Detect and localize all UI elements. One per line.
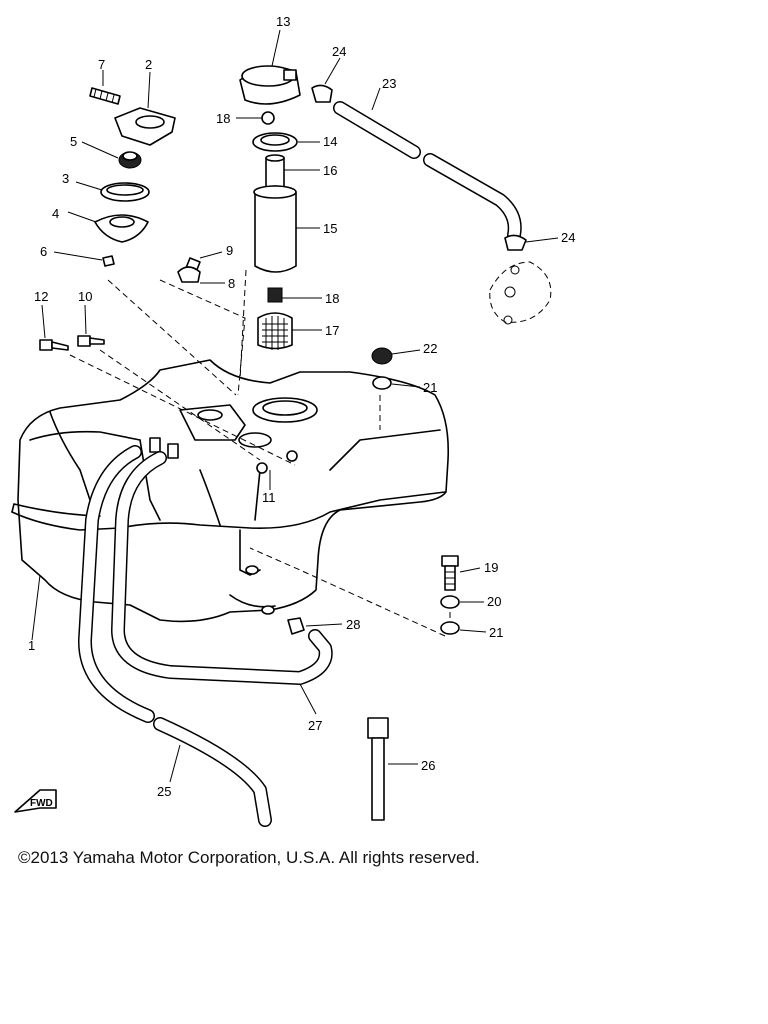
leader-lines <box>31 29 559 783</box>
callout-10: 10 <box>78 289 92 304</box>
callout-18-top: 18 <box>216 111 230 126</box>
washer-20 <box>440 595 460 609</box>
assembly-lines <box>69 269 451 637</box>
hose-27 <box>111 451 333 685</box>
grommet-5 <box>118 151 142 169</box>
fuel-cap-13 <box>239 65 301 105</box>
fuel-tank <box>11 359 450 623</box>
fwd-arrow: FWD <box>14 789 57 813</box>
callout-16: 16 <box>323 163 337 178</box>
callout-25: 25 <box>157 784 171 799</box>
fitting-18-top <box>261 111 275 125</box>
gasket-4 <box>94 214 149 243</box>
callout-28: 28 <box>346 617 360 632</box>
callout-27: 27 <box>308 718 322 733</box>
fuel-tank-exploded-diagram: FWD <box>11 14 575 827</box>
callout-17: 17 <box>325 323 339 338</box>
callout-14: 14 <box>323 134 337 149</box>
cap-2 <box>114 107 176 146</box>
bolt-19 <box>441 555 459 591</box>
callout-22: 22 <box>423 341 437 356</box>
seal-3 <box>100 182 150 202</box>
cover-plate <box>489 261 552 325</box>
callout-20: 20 <box>487 594 501 609</box>
pipe-16 <box>265 154 285 189</box>
callout-1: 1 <box>28 638 35 653</box>
hose-23 <box>333 101 522 242</box>
strainer-17 <box>257 312 293 350</box>
callout-15: 15 <box>323 221 337 236</box>
callout-21-top: 21 <box>423 380 437 395</box>
callout-7: 7 <box>98 57 105 72</box>
strap-26 <box>367 717 389 821</box>
bolt-10 <box>77 335 105 347</box>
callout-3: 3 <box>62 171 69 186</box>
bolt-12 <box>39 339 69 351</box>
callout-12: 12 <box>34 289 48 304</box>
callout-13: 13 <box>276 14 290 29</box>
screw-6 <box>102 255 115 267</box>
callout-8: 8 <box>228 276 235 291</box>
callout-9: 9 <box>226 243 233 258</box>
callouts: 1 2 3 4 5 6 7 8 9 10 11 12 13 14 15 16 1… <box>28 14 575 799</box>
callout-21-bottom: 21 <box>489 625 503 640</box>
fitting-18-bottom <box>267 287 283 303</box>
clip-8-9 <box>177 257 201 283</box>
callout-6: 6 <box>40 244 47 259</box>
callout-26: 26 <box>421 758 435 773</box>
damper-22 <box>371 347 393 365</box>
filter-15 <box>253 185 297 273</box>
callout-4: 4 <box>52 206 59 221</box>
washer-21-top <box>372 376 392 390</box>
fwd-label: FWD <box>30 798 53 809</box>
callout-19: 19 <box>484 560 498 575</box>
callout-5: 5 <box>70 134 77 149</box>
washer-21-bottom <box>440 621 460 635</box>
callout-24-top: 24 <box>332 44 346 59</box>
copyright-notice: ©2013 Yamaha Motor Corporation, U.S.A. A… <box>18 848 480 867</box>
hose-25 <box>77 445 272 827</box>
bolt-7 <box>89 87 121 105</box>
hose-clamp-28 <box>287 617 305 635</box>
callout-11: 11 <box>262 490 276 505</box>
callout-18-bottom: 18 <box>325 291 339 306</box>
callout-2: 2 <box>145 57 152 72</box>
clamp-24-right <box>504 234 527 251</box>
clamp-24-top <box>311 84 333 103</box>
callout-24-right: 24 <box>561 230 575 245</box>
gasket-14 <box>252 132 298 152</box>
callout-23: 23 <box>382 76 396 91</box>
